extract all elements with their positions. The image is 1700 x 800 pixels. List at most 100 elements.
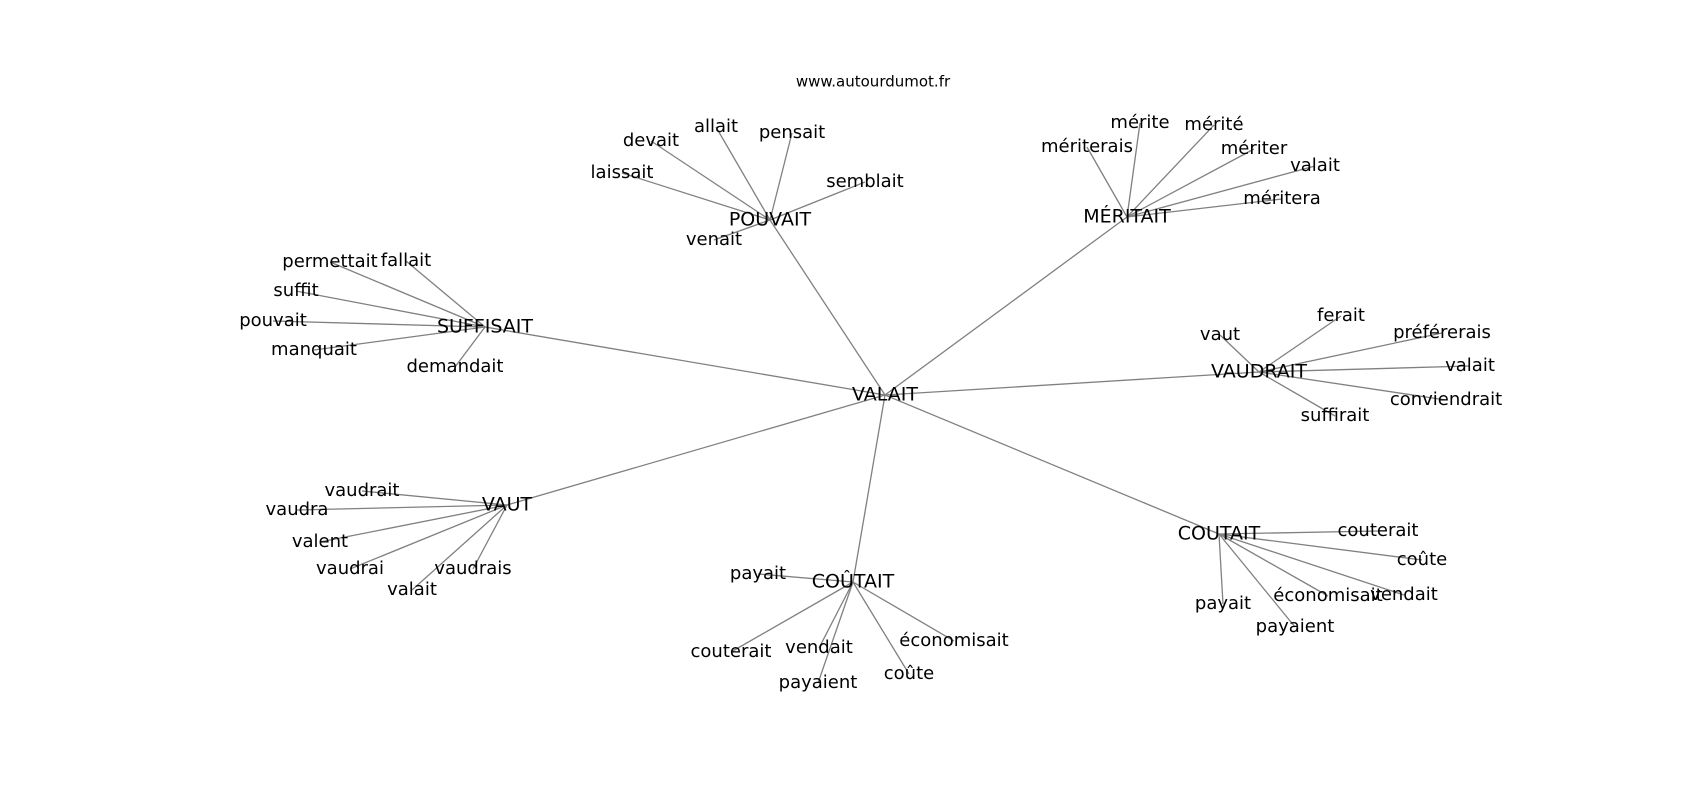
edge-meritait-meritera [1126, 198, 1283, 218]
edge-coutait-circ-vendait [818, 581, 854, 649]
leaf-label-meritait-merite: mérite [1110, 112, 1169, 133]
hub-label-coutait: COUTAIT [1178, 523, 1261, 545]
edge-pouvait-pensait [769, 132, 793, 221]
edges-layer [272, 122, 1471, 684]
leaf-label-vaut-vaudrais: vaudrais [434, 558, 511, 579]
edge-vaut-vaudra [296, 504, 508, 511]
edge-meritait-meriterais [1086, 146, 1128, 218]
leaf-label-coutait-payaient: payaient [1256, 616, 1335, 637]
leaf-label-meritait-meritera: méritera [1243, 188, 1321, 209]
edge-pouvait-allait [715, 126, 771, 221]
leaf-label-vaudrait-suffirait: suffirait [1301, 405, 1370, 426]
edge-vaut-valent [319, 504, 508, 543]
edge-vaut-vaudrai [349, 504, 508, 570]
edge-meritait-meriter [1126, 148, 1255, 218]
leaf-label-coutait-circ-payaient: payaient [779, 672, 858, 693]
edge-coutait-payait [1218, 533, 1224, 605]
leaf-label-pouvait-devait: devait [623, 130, 679, 151]
edge-coutait-couterait [1218, 530, 1379, 535]
edge-pouvait-devait [650, 140, 771, 221]
edge-suffisait-fallait [405, 260, 486, 328]
leaf-label-coutait-circ-payait: payait [730, 563, 786, 584]
labels-layer: laissait devait allait pensait semblait venai… [239, 112, 1502, 693]
leaf-label-coutait-couterait: couterait [1338, 520, 1419, 541]
leaf-label-suffisait-permettait: permettait [282, 251, 377, 272]
leaf-label-coutait-circ-economisait: économisait [899, 630, 1008, 651]
leaf-label-suffisait-demandait: demandait [407, 356, 504, 377]
edge-suffisait-permettait [329, 261, 486, 328]
leaf-label-suffisait-pouvait: pouvait [239, 310, 307, 331]
edge-coutait-payaient [1218, 533, 1296, 628]
edge-center-vaut [506, 394, 886, 506]
edge-coutait-vendait [1218, 533, 1405, 596]
edge-center-suffisait [484, 326, 886, 396]
edge-vaudrait-suffirait [1258, 371, 1336, 417]
leaf-label-pouvait-laissait: laissait [591, 162, 654, 183]
edge-coutait-economisait [1218, 533, 1329, 597]
leaf-label-vaudrait-ferait: ferait [1317, 305, 1365, 326]
edge-center-pouvait [769, 219, 886, 396]
leaf-label-vaudrait-valait: valait [1445, 355, 1495, 376]
hub-label-pouvait: POUVAIT [729, 209, 812, 231]
leaf-label-coutait-payait: payait [1195, 593, 1251, 614]
leaf-label-vaudrait-vaut: vaut [1200, 324, 1240, 345]
edge-meritait-valait [1126, 165, 1316, 218]
edge-center-meritait [884, 216, 1128, 396]
edge-pouvait-laissait [621, 172, 771, 221]
hub-label-vaut: VAUT [482, 494, 533, 516]
leaf-label-vaut-vaudrait: vaudrait [324, 480, 399, 501]
edge-suffisait-suffit [295, 290, 486, 328]
edge-vaudrait-vaut [1219, 334, 1260, 373]
edge-vaudrait-prefererais [1258, 332, 1443, 373]
edge-coutait-circ-couterait [730, 581, 854, 653]
leaf-label-coutait-economisait: économisait [1273, 585, 1382, 606]
leaf-label-meritait-valait: valait [1290, 155, 1340, 176]
edge-vaut-vaudrait [361, 490, 508, 506]
leaf-label-pouvait-semblait: semblait [826, 171, 904, 192]
leaf-label-vaut-vaudrai: vaudrai [316, 558, 384, 579]
leaf-label-coutait-vendait: vendait [1370, 584, 1438, 605]
edge-center-coutait [884, 394, 1220, 535]
leaf-label-coutait-circ-coute: coûte [884, 663, 934, 684]
leaf-label-meritait-meriter: mériter [1221, 138, 1288, 159]
edge-vaut-valait [411, 504, 508, 591]
edge-coutait-circ-payait [757, 573, 854, 583]
edge-coutait-circ-coute [852, 581, 910, 675]
leaf-label-pouvait-allait: allait [694, 116, 738, 137]
leaf-label-suffisait-suffit: suffit [273, 280, 318, 301]
leaf-label-pouvait-pensait: pensait [759, 122, 825, 143]
leaf-label-vaudrait-conviendrait: conviendrait [1390, 389, 1502, 410]
leaf-label-coutait-circ-vendait: vendait [785, 637, 853, 658]
leaf-label-vaut-vaudra: vaudra [266, 499, 329, 520]
edge-center-vaudrait [884, 371, 1260, 396]
edge-vaudrait-ferait [1258, 315, 1342, 373]
edge-vaudrait-valait [1258, 365, 1471, 373]
edge-vaudrait-conviendrait [1258, 371, 1447, 401]
leaf-label-coutait-circ-couterait: couterait [691, 641, 772, 662]
leaf-label-vaut-valait: valait [387, 579, 437, 600]
edge-pouvait-venait [713, 219, 771, 241]
edge-vaut-vaudrais [472, 504, 508, 570]
leaf-label-meritait-merite: mérité [1184, 114, 1243, 135]
hub-label-vaudrait: VAUDRAIT [1211, 361, 1307, 383]
leaf-label-suffisait-fallait: fallait [381, 250, 431, 271]
edge-pouvait-semblait [769, 181, 866, 221]
edge-coutait-circ-payaient [817, 581, 854, 684]
leaf-label-coutait-coute: coûte [1397, 549, 1447, 570]
leaf-label-suffisait-manquait: manquait [271, 339, 357, 360]
hub-label-meritait: MÉRITAIT [1083, 205, 1171, 228]
edge-suffisait-demandait [454, 326, 486, 368]
center-label: VALAIT [852, 384, 918, 406]
edge-center-coutait-circ [852, 394, 886, 583]
leaf-label-vaudrait-prefererais: préférerais [1393, 322, 1491, 343]
edge-coutait-coute [1218, 533, 1423, 561]
leaf-label-meritait-meriterais: mériterais [1041, 136, 1133, 157]
site-caption: www.autourdumot.fr [796, 73, 951, 91]
edge-coutait-circ-economisait [852, 581, 955, 642]
hub-label-coutait-circ: COÛTAIT [812, 569, 895, 593]
edge-suffisait-pouvait [272, 320, 486, 328]
leaf-label-pouvait-venait: venait [686, 229, 742, 250]
edge-suffisait-manquait [313, 326, 486, 351]
edge-meritait-merite [1126, 122, 1141, 218]
